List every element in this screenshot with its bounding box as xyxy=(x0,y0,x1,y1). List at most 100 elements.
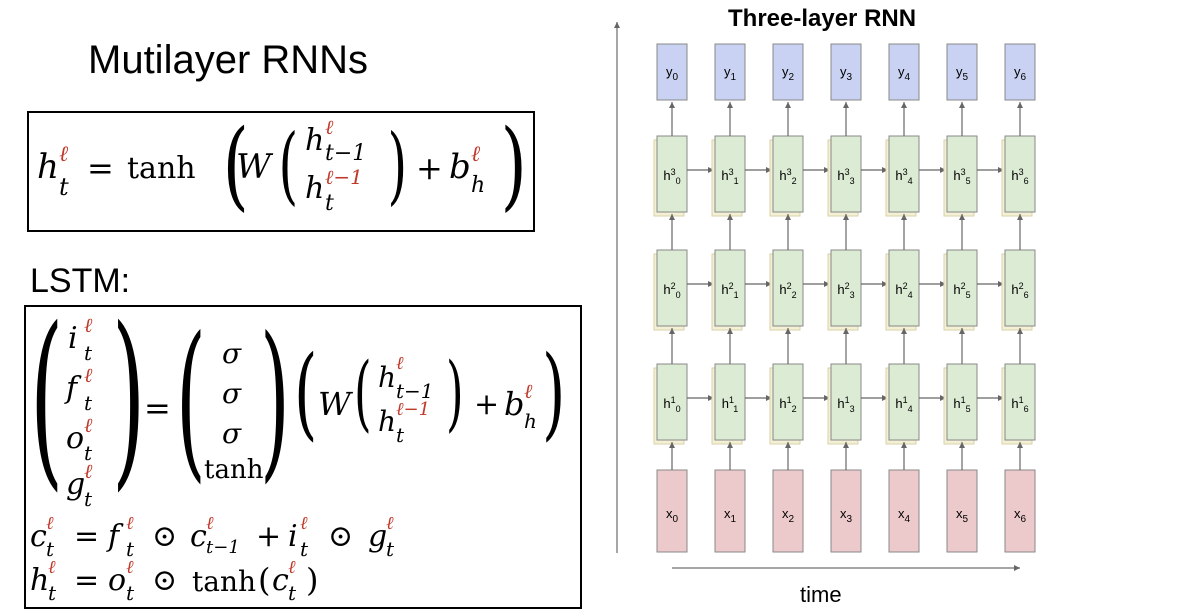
gate-g-sup: ℓ xyxy=(84,459,93,483)
input-label: x1 xyxy=(724,506,737,525)
eq-h-sub: t xyxy=(59,173,69,201)
input-label: x5 xyxy=(956,506,969,525)
act-sigma-2: σ xyxy=(222,377,242,410)
hidden-cell xyxy=(772,135,804,213)
output-label: y5 xyxy=(956,64,969,83)
hidden-cell xyxy=(888,363,920,441)
hidden-label: h26 xyxy=(1011,281,1028,300)
hidden-label: h35 xyxy=(953,167,970,186)
hidden-cell xyxy=(946,249,978,327)
input-cell xyxy=(946,469,978,553)
gate-f-sub: t xyxy=(84,391,93,415)
hidden-label: h10 xyxy=(663,395,680,414)
hidden-label: h11 xyxy=(722,395,739,414)
h-paren-left: ( xyxy=(258,561,271,599)
h-lhs-sup: ℓ xyxy=(48,557,56,578)
h-c: c xyxy=(272,563,289,598)
lstm-b-sub: h xyxy=(524,409,537,433)
hidden-cell xyxy=(656,249,688,327)
lstm-w: W xyxy=(318,385,351,423)
lstm-c-equation: c ℓ t = f ℓ t ⊙ c ℓ t−1 + i ℓ t ⊙ g ℓ t xyxy=(30,513,570,561)
h-odot: ⊙ xyxy=(152,563,178,598)
output-cell xyxy=(830,43,862,101)
eq-b-sup: ℓ xyxy=(471,142,481,167)
output-cell xyxy=(946,43,978,101)
c-cprev-sub: t−1 xyxy=(206,537,240,558)
hidden-label: h33 xyxy=(837,167,854,186)
lstm-equals: = xyxy=(144,389,171,427)
h-c-sup: ℓ xyxy=(288,557,296,578)
eq-bot-h: h xyxy=(305,171,325,206)
c-f-sub: t xyxy=(126,537,135,561)
gate-g: g xyxy=(66,467,86,502)
hidden-label: h21 xyxy=(721,281,738,300)
eq-paren-left-outer: ( xyxy=(222,109,249,221)
gate-o: o xyxy=(66,421,85,456)
eq-equals: = xyxy=(87,149,114,187)
eq-paren-left-inner: ( xyxy=(278,116,299,214)
lstm-h-equation: h ℓ t = o ℓ t ⊙ tanh ( c ℓ t ) xyxy=(30,557,570,605)
c-lhs-sub: t xyxy=(46,537,55,561)
hidden-label: h16 xyxy=(1011,395,1028,414)
input-cell xyxy=(772,469,804,553)
output-label: y3 xyxy=(840,64,853,83)
hidden-label: h22 xyxy=(779,281,796,300)
output-cell xyxy=(1004,43,1036,101)
h-paren-right: ) xyxy=(306,561,319,599)
hidden-cell xyxy=(1004,135,1036,213)
lstm-b-sup: ℓ xyxy=(524,379,533,403)
eq-plus: + xyxy=(416,149,443,187)
lstm-top-sub: t−1 xyxy=(396,379,434,403)
hidden-label: h32 xyxy=(779,167,796,186)
input-label: x4 xyxy=(898,506,911,525)
act-sigma-3: σ xyxy=(222,417,242,450)
hidden-cell xyxy=(830,249,862,327)
c-g: g xyxy=(368,519,388,554)
lstm-gates-paren-left: ( xyxy=(30,287,64,508)
hidden-cell xyxy=(772,249,804,327)
act-sigma-1: σ xyxy=(222,337,242,370)
hidden-label: h24 xyxy=(895,281,912,300)
input-cell xyxy=(714,469,746,553)
h-lhs-sub: t xyxy=(48,581,57,605)
input-label: x6 xyxy=(1014,506,1027,525)
c-lhs-sup: ℓ xyxy=(46,513,54,534)
eq-paren-right-outer: ) xyxy=(500,109,527,221)
h-o-sub: t xyxy=(126,581,135,605)
lstm-top-h: h xyxy=(378,361,397,394)
hidden-label: h34 xyxy=(895,167,912,186)
hidden-label: h31 xyxy=(721,167,738,186)
output-label: y4 xyxy=(898,64,911,83)
hidden-cell xyxy=(1004,363,1036,441)
gate-i-sup: ℓ xyxy=(84,313,93,337)
gate-f-sup: ℓ xyxy=(84,363,93,387)
gate-f: f xyxy=(66,371,78,406)
output-label: y2 xyxy=(782,64,795,83)
gate-o-sub: t xyxy=(84,441,93,465)
eq-h-sup: ℓ xyxy=(59,142,69,167)
hidden-cell xyxy=(772,363,804,441)
slide-title: Mutilayer RNNs xyxy=(88,38,369,82)
lstm-paren-left-inner: ( xyxy=(354,346,372,441)
hidden-label: h23 xyxy=(837,281,854,300)
hidden-cell xyxy=(656,135,688,213)
output-label: y0 xyxy=(666,64,679,83)
c-odot-2: ⊙ xyxy=(328,519,354,554)
input-cell xyxy=(656,469,688,553)
hidden-label: h13 xyxy=(837,395,854,414)
act-tanh: tanh xyxy=(204,455,264,485)
h-c-sub: t xyxy=(288,581,297,605)
hidden-cell xyxy=(888,135,920,213)
hidden-label: h25 xyxy=(953,281,970,300)
c-plus: + xyxy=(256,519,282,554)
lstm-paren-right-inner: ) xyxy=(446,346,464,441)
lstm-gates-paren-right: ) xyxy=(112,287,146,508)
input-cell xyxy=(888,469,920,553)
output-cell xyxy=(714,43,746,101)
lstm-paren-left-outer: ( xyxy=(294,334,318,451)
h-o-sup: ℓ xyxy=(126,557,134,578)
c-g-sub: t xyxy=(386,537,395,561)
c-cprev: c xyxy=(190,519,207,554)
hidden-label: h36 xyxy=(1011,167,1028,186)
